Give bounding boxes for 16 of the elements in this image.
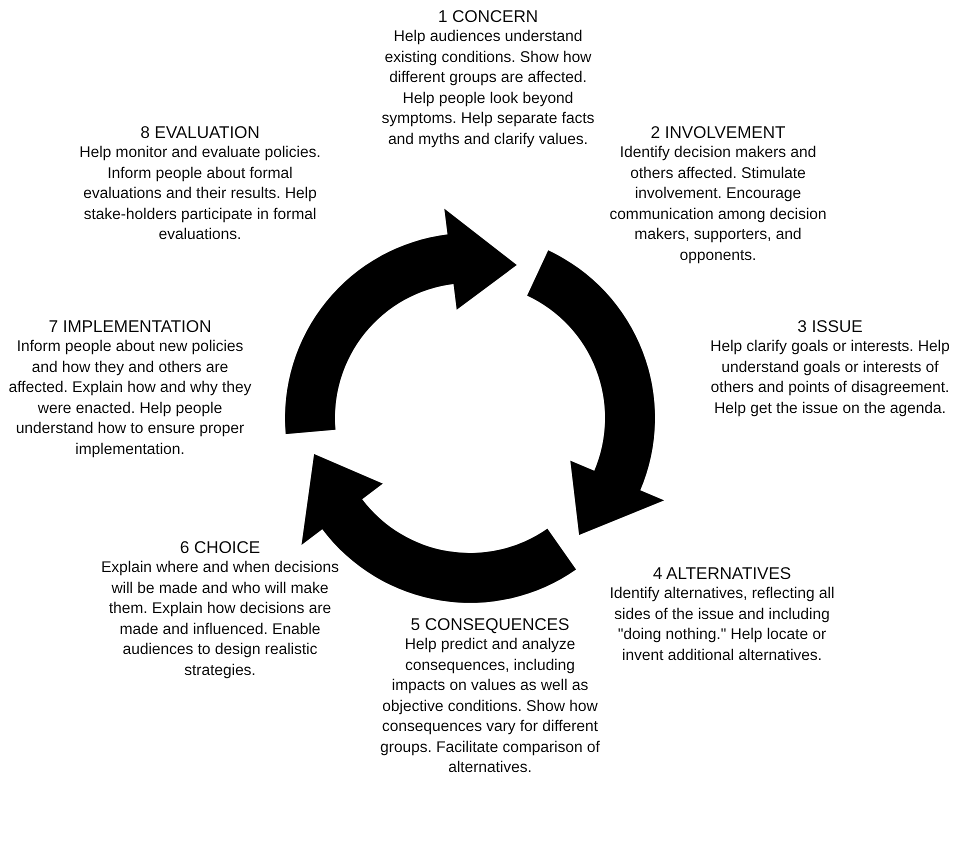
stage-heading: 3 ISSUE xyxy=(796,316,864,337)
stage-heading: 5 CONSEQUENCES xyxy=(410,614,570,635)
stage-heading: 2 INVOLVEMENT xyxy=(650,122,786,143)
stage-heading: 7 IMPLEMENTATION xyxy=(48,316,212,337)
stage-description: Help predict and analyze consequences, including impacts on values as well as objective conditions. Show how consequences vary for different groups. Facilitate comparison of alternatives. xyxy=(379,635,601,778)
stage-description: Help monitor and evaluate policies. Inform people about formal evaluations and their results. Help stake-holders participate in formal evaluations. xyxy=(78,143,322,245)
stage-heading: 4 ALTERNATIVES xyxy=(652,563,792,584)
stage-description: Inform people about new policies and how they and others are affected. Explain how and why they were enacted. Help people understand how to ensure proper implementation. xyxy=(8,337,252,460)
stage-heading: 6 CHOICE xyxy=(178,537,262,558)
stage-description: Explain where and when decisions will be made and who will make them. Explain how decisions are made and influenced. Enable audiences to design realistic strategies. xyxy=(100,558,340,680)
stage-description: Identify decision makers and others affected. Stimulate involvement. Encourage communication among decision makers, supporters, and opponents. xyxy=(608,143,828,266)
stage-description: Help clarify goals or interests. Help understand goals or interests of others and points of disagreement. Help get the issue on the agenda. xyxy=(709,337,951,418)
stage-heading: 1 CONCERN xyxy=(436,6,540,27)
stage-description: Identify alternatives, reflecting all sides of the issue and including "doing nothing." Help locate or invent additional alternatives. xyxy=(608,584,836,666)
stage-description: Help audiences understand existing conditions. Show how different groups are affected. Help people look beyond symptoms. Help separate facts and myths and clarify values. xyxy=(380,27,596,150)
stage-heading: 8 EVALUATION xyxy=(139,122,261,143)
